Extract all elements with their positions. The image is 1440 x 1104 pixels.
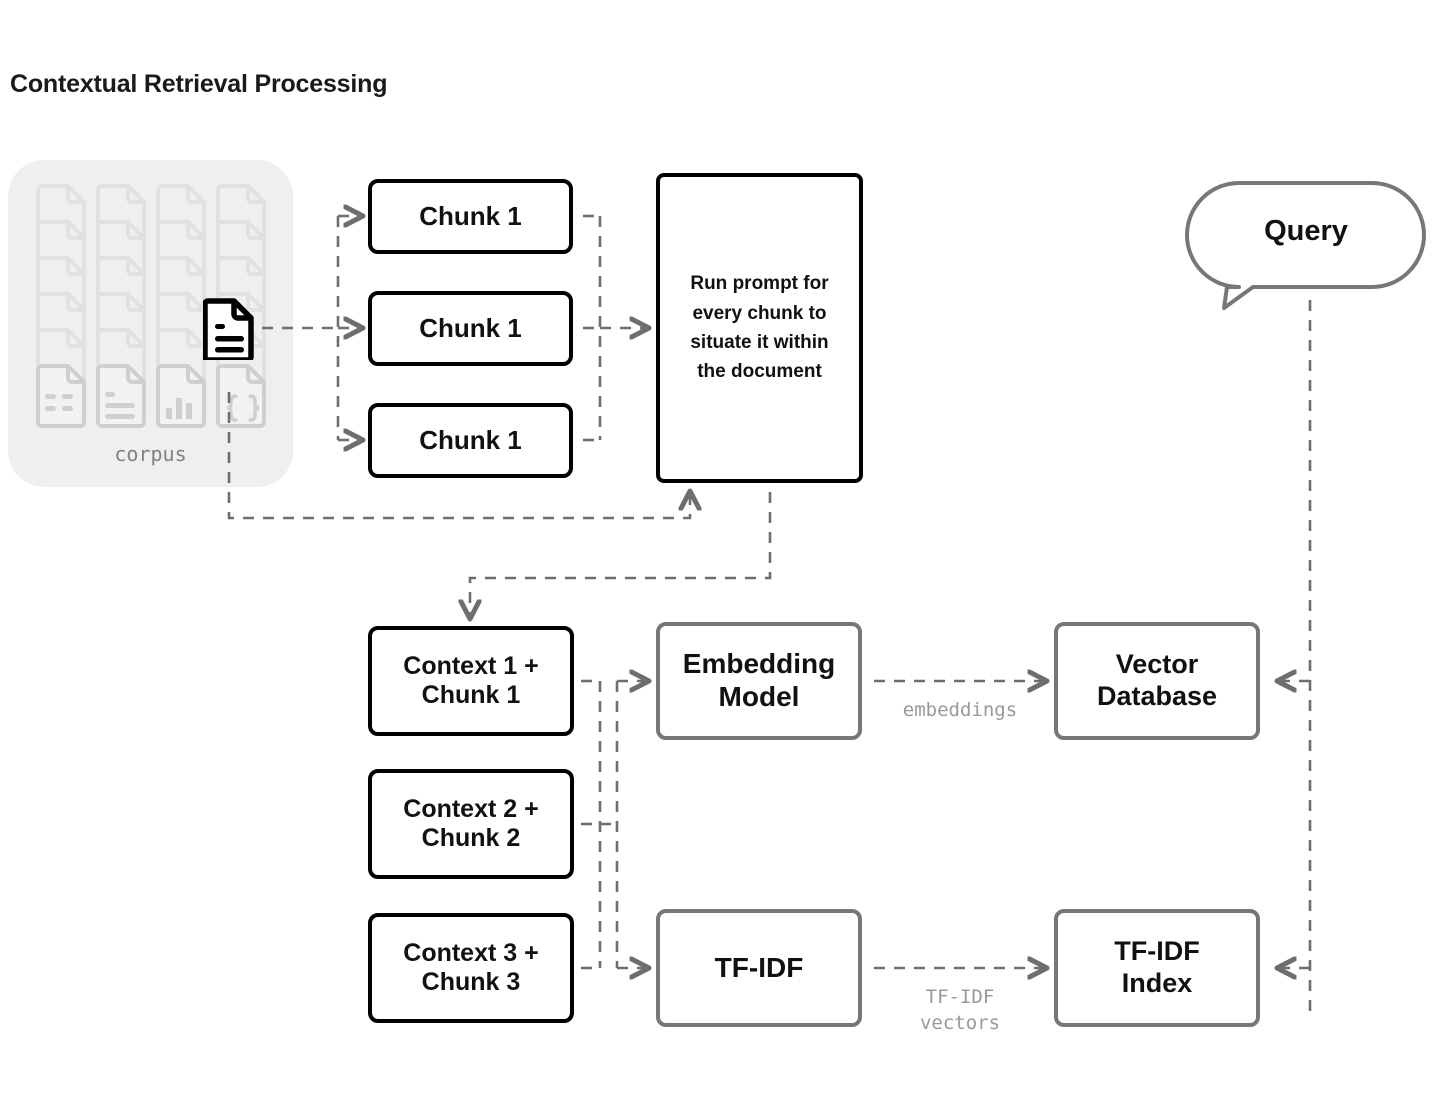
tfidf-vectors-line2: vectors [919, 1011, 1001, 1034]
embedding-model-line2: Model [718, 681, 800, 712]
run-prompt-box[interactable]: Run prompt for every chunk to situate it… [656, 173, 863, 483]
context-chunk-box-1-line1: Context 1 + [403, 651, 539, 680]
tfidf-index-line2: Index [1121, 968, 1193, 998]
table-document-icon [36, 364, 86, 428]
chunk-box-1-label: Chunk 1 [419, 201, 522, 232]
tfidf-label: TF-IDF [714, 951, 804, 983]
tfidf-index-line1: TF-IDF [1114, 936, 1200, 967]
vector-database-line2: Database [1096, 681, 1218, 711]
embeddings-edge-label: embeddings [902, 699, 1018, 721]
tfidf-vectors-line1: TF-IDF [925, 986, 995, 1008]
vector-database-box[interactable]: Vector Database [1054, 622, 1260, 740]
context-chunk-box-3-line2: Chunk 3 [421, 968, 521, 996]
tfidf-box[interactable]: TF-IDF [656, 909, 862, 1027]
embedding-model-box[interactable]: Embedding Model [656, 622, 862, 740]
code-document-icon [216, 364, 266, 428]
document-icon [203, 298, 254, 360]
page-title: Contextual Retrieval Processing [10, 70, 388, 98]
context-chunk-box-3-line1: Context 3 + [403, 938, 539, 967]
embedding-model-label: Embedding Model [683, 648, 835, 714]
run-prompt-label: Run prompt for every chunk to situate it… [690, 273, 829, 383]
context-chunk-box-2-label: Context 2 + Chunk 2 [403, 795, 538, 854]
query-label: Query [1264, 215, 1348, 247]
text-document-icon [96, 364, 146, 428]
edge-prompt-to-contexts [470, 492, 772, 618]
context-chunk-box-3[interactable]: Context 3 + Chunk 3 [368, 913, 574, 1023]
tfidf-index-box[interactable]: TF-IDF Index [1054, 909, 1260, 1027]
chunk-box-1[interactable]: Chunk 1 [368, 179, 573, 254]
chunk-box-2-label: Chunk 1 [419, 313, 522, 344]
tfidf-index-label: TF-IDF Index [1114, 936, 1199, 999]
context-chunk-box-2[interactable]: Context 2 + Chunk 2 [368, 769, 574, 879]
chart-document-icon [156, 364, 206, 428]
chunk-box-3[interactable]: Chunk 1 [368, 403, 573, 478]
context-chunk-box-2-line2: Chunk 2 [421, 824, 521, 852]
vector-database-line1: Vector [1115, 649, 1199, 680]
edge-corpus-to-prompt [227, 392, 690, 520]
embedding-model-line1: Embedding [682, 648, 836, 680]
context-chunk-box-1[interactable]: Context 1 + Chunk 1 [368, 626, 574, 736]
context-chunk-box-1-line2: Chunk 1 [421, 681, 521, 709]
context-chunk-box-1-label: Context 1 + Chunk 1 [403, 652, 538, 711]
context-chunk-box-3-label: Context 3 + Chunk 3 [403, 939, 538, 998]
context-chunk-box-2-line1: Context 2 + [403, 794, 539, 823]
corpus-label: corpus [114, 442, 187, 466]
chunk-box-2[interactable]: Chunk 1 [368, 291, 573, 366]
tfidf-vectors-edge-label: TF-IDF vectors [874, 985, 1046, 1036]
chunk-box-3-label: Chunk 1 [419, 425, 522, 456]
vector-database-label: Vector Database [1097, 649, 1217, 712]
